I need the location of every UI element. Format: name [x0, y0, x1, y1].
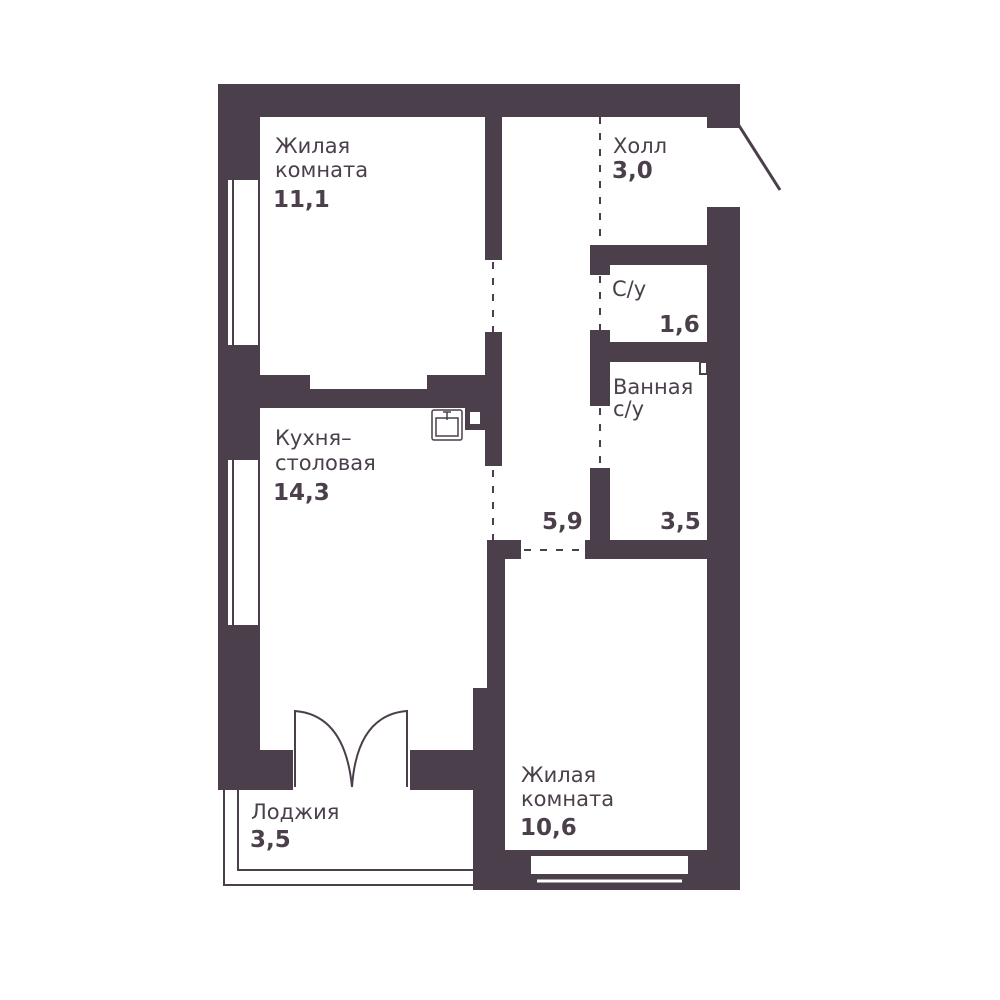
room-area-hall: 3,0	[612, 158, 653, 184]
room-area-corridor: 5,9	[542, 509, 583, 535]
loggia-outline	[223, 790, 473, 886]
sink-icon	[431, 409, 463, 441]
room-name-bedroom1: Жилая комната	[275, 134, 369, 182]
door-swing-icon	[736, 123, 782, 191]
room-boundaries	[492, 117, 601, 551]
room-area-kitchen: 14,3	[273, 480, 330, 506]
window-icon	[228, 180, 708, 883]
room-area-wc: 1,6	[659, 312, 700, 338]
walls	[218, 84, 740, 890]
room-area-bedroom2: 10,6	[520, 815, 577, 841]
room-area-loggia: 3,5	[250, 827, 291, 853]
room-name-hall: Холл	[613, 134, 668, 158]
room-name-bathroom: Ванная с/у	[613, 375, 694, 421]
room-name-wc: С/у	[612, 277, 647, 301]
room-name-bedroom2: Жилая комната	[521, 763, 615, 811]
room-name-kitchen: Кухня– столовая	[275, 426, 376, 475]
room-name-loggia: Лоджия	[251, 800, 340, 824]
balcony-door-icon	[294, 709, 408, 788]
room-area-bedroom1: 11,1	[273, 187, 330, 213]
room-area-bathroom: 3,5	[660, 509, 701, 535]
